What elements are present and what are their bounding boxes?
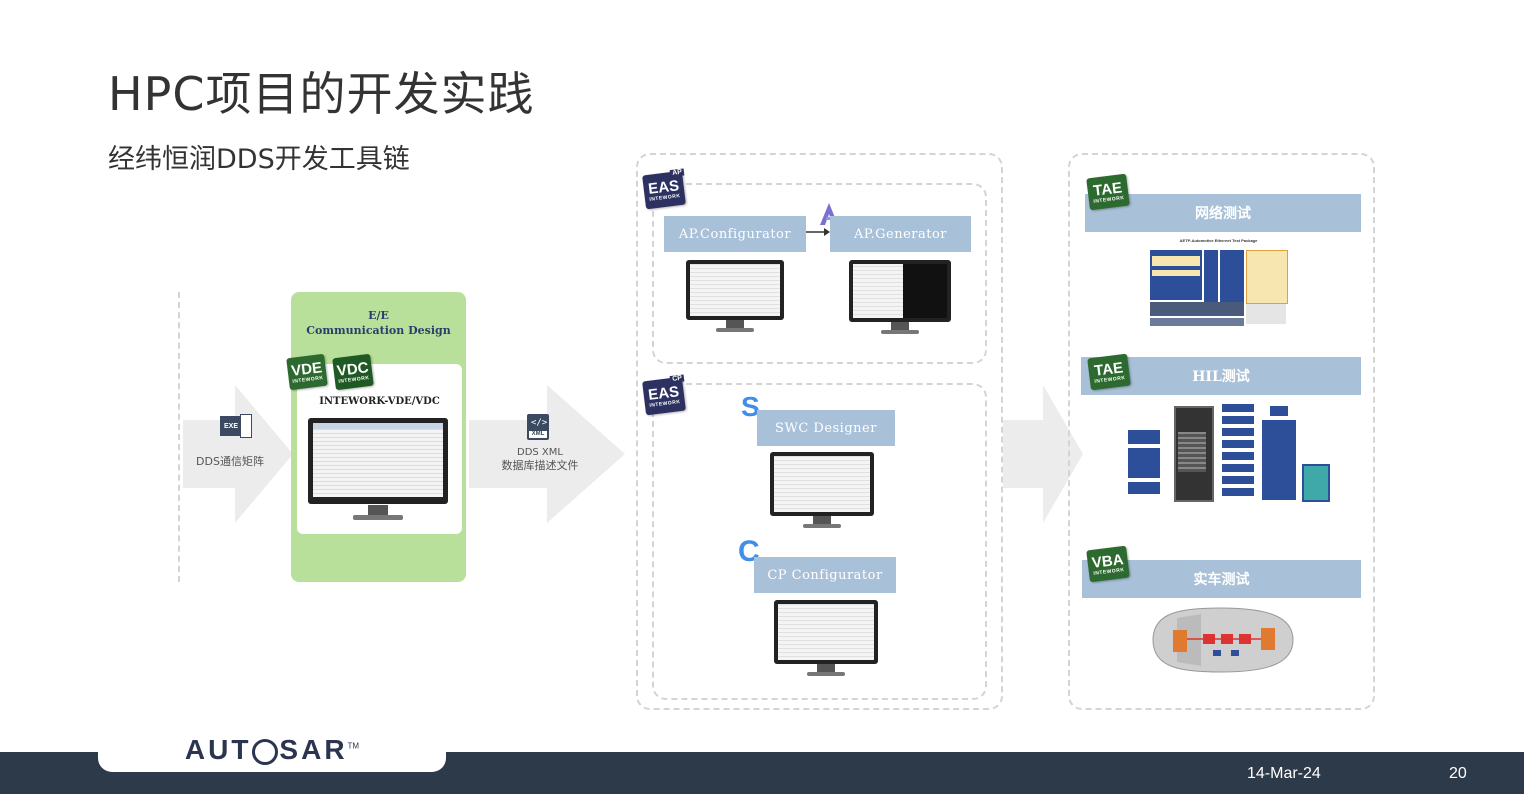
network-test-diagram: AETP-Automotive Ethernet Test Package [1146, 236, 1291, 332]
swc-logo-icon: S [741, 391, 760, 422]
vehicle-diagram [1141, 604, 1295, 676]
eas-cp-box [652, 383, 987, 700]
monitor-icon [774, 600, 878, 680]
xml-file-icon: </> XML [527, 414, 551, 440]
design-header-line1: E/E [368, 309, 389, 322]
logo-text-1: AUT [184, 734, 252, 765]
flow-arrow-1 [183, 385, 293, 523]
vdc-badge: VDC INTEWORK [332, 353, 374, 391]
exe-label: EXE [220, 416, 242, 436]
logo-text-2: SAR [279, 734, 348, 765]
tae-badge: TAE INTEWORK [1086, 173, 1130, 211]
monitor-icon [770, 452, 874, 532]
eas-panel [636, 153, 1003, 710]
logo-tm: TM [347, 741, 360, 751]
monitor-icon [308, 418, 450, 526]
xml-label: XML [529, 431, 547, 438]
design-header-line2: Communication Design [306, 324, 451, 337]
tae-badge: TAE INTEWORK [1087, 353, 1131, 391]
eas-ap-badge: EAS INTEWORK AP [642, 168, 686, 210]
eas-cp-badge: EAS INTEWORK CP [642, 374, 686, 416]
design-tool-name: INTEWORK-VDE/VDC [319, 396, 440, 407]
flow-arrow-3 [1003, 385, 1083, 523]
vba-badge: VBA INTEWORK [1086, 545, 1130, 583]
footer-date: 14-Mar-24 [1247, 765, 1321, 782]
exe-file-icon: EXE [220, 414, 252, 438]
slide-subtitle: 经纬恒润DDS开发工具链 [108, 144, 410, 175]
ap-generator-button[interactable]: AP.Generator [830, 216, 971, 252]
network-test-bar[interactable]: 网络测试 [1085, 194, 1361, 232]
configurator-to-generator-arrow [806, 228, 830, 236]
vde-badge: VDE INTEWORK [286, 353, 328, 391]
monitor-icon [849, 260, 951, 336]
left-dashed-border [178, 292, 180, 582]
hil-test-diagram [1126, 402, 1330, 504]
autosar-logo: AUTOSARTM [98, 728, 446, 772]
xml-caption-line1: DDS XML [517, 447, 563, 458]
input-caption: DDS通信矩阵 [196, 455, 264, 468]
eas-ap-box [652, 183, 987, 364]
monitor-icon [686, 260, 784, 334]
swc-designer-button[interactable]: SWC Designer [757, 410, 895, 446]
cp-configurator-button[interactable]: CP Configurator [754, 557, 896, 593]
xml-caption-line2: 数据库描述文件 [501, 459, 579, 472]
ap-configurator-button[interactable]: AP.Configurator [664, 216, 806, 252]
slide-title: HPC项目的开发实践 [108, 67, 535, 121]
test-panel [1068, 153, 1375, 710]
network-diagram-title: AETP-Automotive Ethernet Test Package [1179, 238, 1258, 243]
logo-o: O [252, 738, 279, 765]
flow-arrow-2 [469, 385, 625, 523]
page-number: 20 [1449, 765, 1467, 782]
